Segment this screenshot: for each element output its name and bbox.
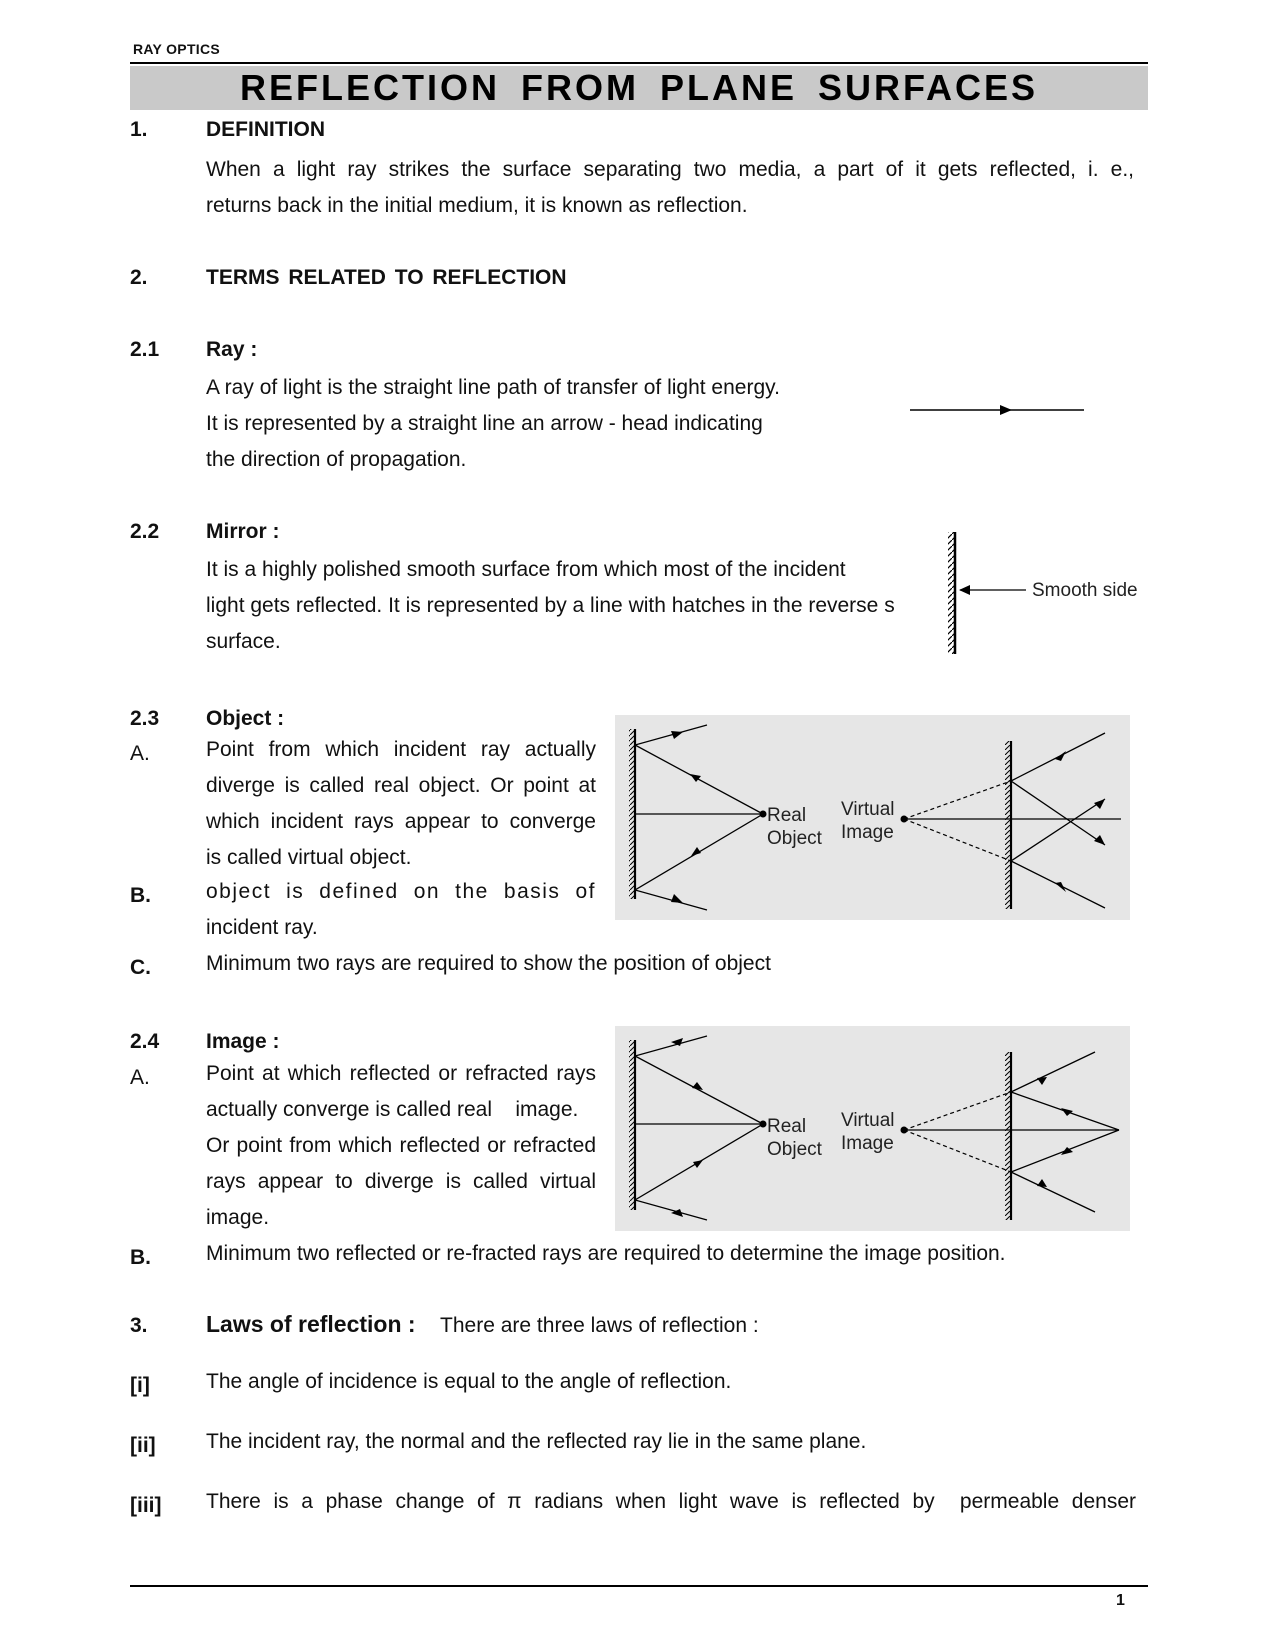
- arrow-head-icon: [1000, 405, 1012, 415]
- header-rule: [130, 62, 1148, 64]
- image-heading: Image :: [206, 1030, 280, 1053]
- real-object-point: [759, 810, 767, 818]
- page-title: REFLECTION FROM PLANE SURFACES: [239, 67, 1039, 108]
- arrow-icon: [1037, 1179, 1047, 1187]
- laws-intro: There are three laws of reflection :: [440, 1314, 759, 1337]
- laws-heading-row: Laws of reflection : There are three law…: [206, 1311, 759, 1338]
- section-2-number: 2.: [130, 266, 148, 289]
- real-label: Real: [767, 805, 806, 826]
- ray-heading: Ray :: [206, 338, 258, 361]
- arrow-icon: [671, 894, 683, 903]
- section-1-number: 1.: [130, 118, 148, 141]
- ray-line-1: A ray of light is the straight line path…: [206, 376, 780, 399]
- footer-rule: [130, 1585, 1148, 1587]
- object-c-line-1: Minimum two rays are required to show th…: [206, 952, 771, 975]
- object-a-line-4: is called virtual object.: [206, 846, 412, 869]
- ray-line-3: the direction of propagation.: [206, 448, 467, 471]
- laws-heading: Laws of reflection :: [206, 1311, 416, 1337]
- object-heading: Object :: [206, 707, 285, 730]
- page-number: 1: [1116, 1592, 1125, 1609]
- right-mirror-hatch: [1005, 1052, 1011, 1220]
- arrow-icon: [1055, 751, 1066, 761]
- object-a-line-3: which incident rays appear to converge: [206, 810, 596, 833]
- object-point-a: A.: [130, 742, 150, 765]
- object-diagram: Real Object Virtual Image: [615, 715, 1130, 920]
- law-3-text: There is a phase change of π radians whe…: [206, 1490, 1136, 1513]
- arrow-icon: [1094, 835, 1105, 845]
- section-2-3-number: 2.3: [130, 707, 160, 730]
- mirror-line-3: surface.: [206, 630, 281, 653]
- image-point-a: A.: [130, 1066, 150, 1089]
- definition-line-2: returns back in the initial medium, it i…: [206, 194, 748, 217]
- running-title: RAY OPTICS: [133, 41, 221, 57]
- ray-arrow-figure: [910, 405, 1084, 415]
- image-a-line-2: actually converge is called real image.: [206, 1098, 579, 1121]
- arrow-icon: [671, 731, 683, 739]
- arrow-icon: [1037, 1077, 1047, 1085]
- object-a-line-2: diverge is called real object. Or point …: [206, 774, 596, 797]
- object-label: Object: [767, 828, 823, 849]
- mirror-line-1: It is a highly polished smooth surface f…: [206, 558, 846, 581]
- virtual-label: Virtual: [841, 799, 895, 820]
- image-a-line-5: image.: [206, 1206, 270, 1229]
- left-mirror-hatch: [629, 1040, 635, 1210]
- mirror-line-2: light gets reflected. It is represented …: [206, 594, 895, 617]
- section-3-number: 3.: [130, 1314, 148, 1337]
- object-point-c: C.: [130, 956, 151, 979]
- ray-line-2: It is represented by a straight line an …: [206, 412, 763, 435]
- object-point-b: B.: [130, 884, 151, 907]
- object-b-line-2: incident ray.: [206, 916, 318, 939]
- section-2-1-number: 2.1: [130, 338, 160, 361]
- law-2-number: [ii]: [130, 1434, 156, 1457]
- section-1-heading: DEFINITION: [206, 118, 325, 141]
- right-mirror-hatch: [1005, 741, 1011, 909]
- image-point-b: B.: [130, 1246, 151, 1269]
- section-2-4-number: 2.4: [130, 1030, 160, 1053]
- real-image-point: [759, 1120, 767, 1128]
- smooth-side-label: Smooth side: [1032, 580, 1138, 601]
- section-2-2-number: 2.2: [130, 520, 160, 543]
- left-mirror-hatch: [629, 729, 635, 899]
- mirror-heading: Mirror :: [206, 520, 280, 543]
- arrow-icon: [691, 847, 701, 856]
- section-2-heading: TERMS RELATED TO REFLECTION: [206, 266, 567, 289]
- arrow-icon: [671, 1038, 683, 1046]
- title-banner: [130, 66, 1148, 110]
- image-b-line-1: Minimum two reflected or re-fracted rays…: [206, 1242, 1006, 1265]
- arrow-icon: [693, 1160, 703, 1168]
- definition-line-1: When a light ray strikes the surface sep…: [206, 158, 1134, 181]
- law-1-text: The angle of incidence is equal to the a…: [206, 1370, 732, 1393]
- virtual-label: Virtual: [841, 1110, 895, 1131]
- mirror-hatch: [948, 532, 955, 654]
- mirror-figure: Smooth side: [948, 532, 1138, 654]
- arrow-icon: [1061, 1108, 1073, 1116]
- image-label: Image: [841, 822, 894, 843]
- image-a-line-3: Or point from which reflected or refract…: [206, 1134, 596, 1157]
- arrow-icon: [1061, 1147, 1073, 1155]
- arrow-icon: [671, 1209, 683, 1217]
- image-diagram: Real Object Virtual Image: [615, 1026, 1130, 1231]
- image-a-line-1: Point at which reflected or refracted ra…: [206, 1062, 596, 1085]
- arrow-icon: [1094, 799, 1105, 809]
- arrow-icon: [690, 774, 701, 782]
- image-label: Image: [841, 1133, 894, 1154]
- law-2-text: The incident ray, the normal and the ref…: [206, 1430, 867, 1453]
- arrow-icon: [692, 1082, 703, 1090]
- object-label: Object: [767, 1139, 823, 1160]
- image-a-line-4: rays appear to diverge is called virtual: [206, 1170, 596, 1193]
- pointer-arrow-icon: [959, 585, 970, 595]
- object-a-line-1: Point from which incident ray actually: [206, 738, 596, 761]
- law-1-number: [i]: [130, 1374, 150, 1397]
- law-3-number: [iii]: [130, 1494, 162, 1517]
- real-label: Real: [767, 1116, 806, 1137]
- arrow-icon: [1055, 882, 1066, 892]
- object-b-line-1: object is defined on the basis of: [206, 880, 596, 903]
